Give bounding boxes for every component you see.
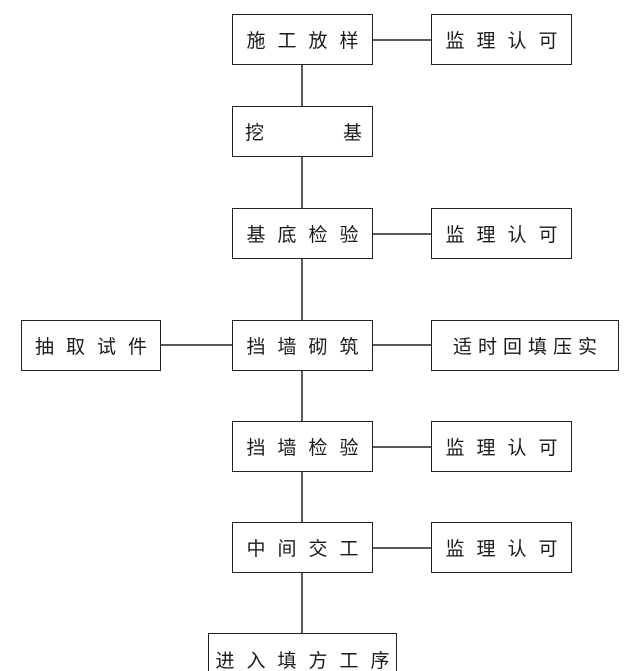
node-label-right: 基 (342, 122, 362, 144)
node-label: 监理认可 (445, 538, 570, 560)
node-excavation: 挖 基 (232, 106, 373, 157)
node-wall-masonry: 挡墙砌筑 (232, 320, 373, 371)
node-label: 挡墙砌筑 (246, 336, 371, 358)
node-approval-4: 监理认可 (431, 522, 572, 573)
node-label: 监理认可 (445, 437, 570, 459)
node-approval-2: 监理认可 (431, 208, 572, 259)
node-intermediate-handover: 中间交工 (232, 522, 373, 573)
node-label: 基底检验 (246, 224, 371, 246)
node-backfill-compaction: 适时回填压实 (431, 320, 619, 371)
node-label: 抽取试件 (34, 336, 159, 358)
node-approval-1: 监理认可 (431, 14, 572, 65)
node-wall-inspection: 挡墙检验 (232, 421, 373, 472)
node-next-process: 进入填方工序 (208, 633, 397, 671)
node-label-left: 挖 (245, 122, 265, 144)
node-layout-stakeout: 施工放样 (232, 14, 373, 65)
node-label: 挡墙检验 (246, 437, 371, 459)
node-sampling: 抽取试件 (21, 320, 161, 371)
node-label: 进入填方工序 (215, 650, 402, 671)
node-label: 中间交工 (246, 538, 371, 560)
node-label: 监理认可 (445, 30, 570, 52)
node-label: 适时回填压实 (452, 336, 603, 358)
node-label: 施工放样 (246, 30, 371, 52)
node-label: 监理认可 (445, 224, 570, 246)
node-foundation-inspection: 基底检验 (232, 208, 373, 259)
node-approval-3: 监理认可 (431, 421, 572, 472)
